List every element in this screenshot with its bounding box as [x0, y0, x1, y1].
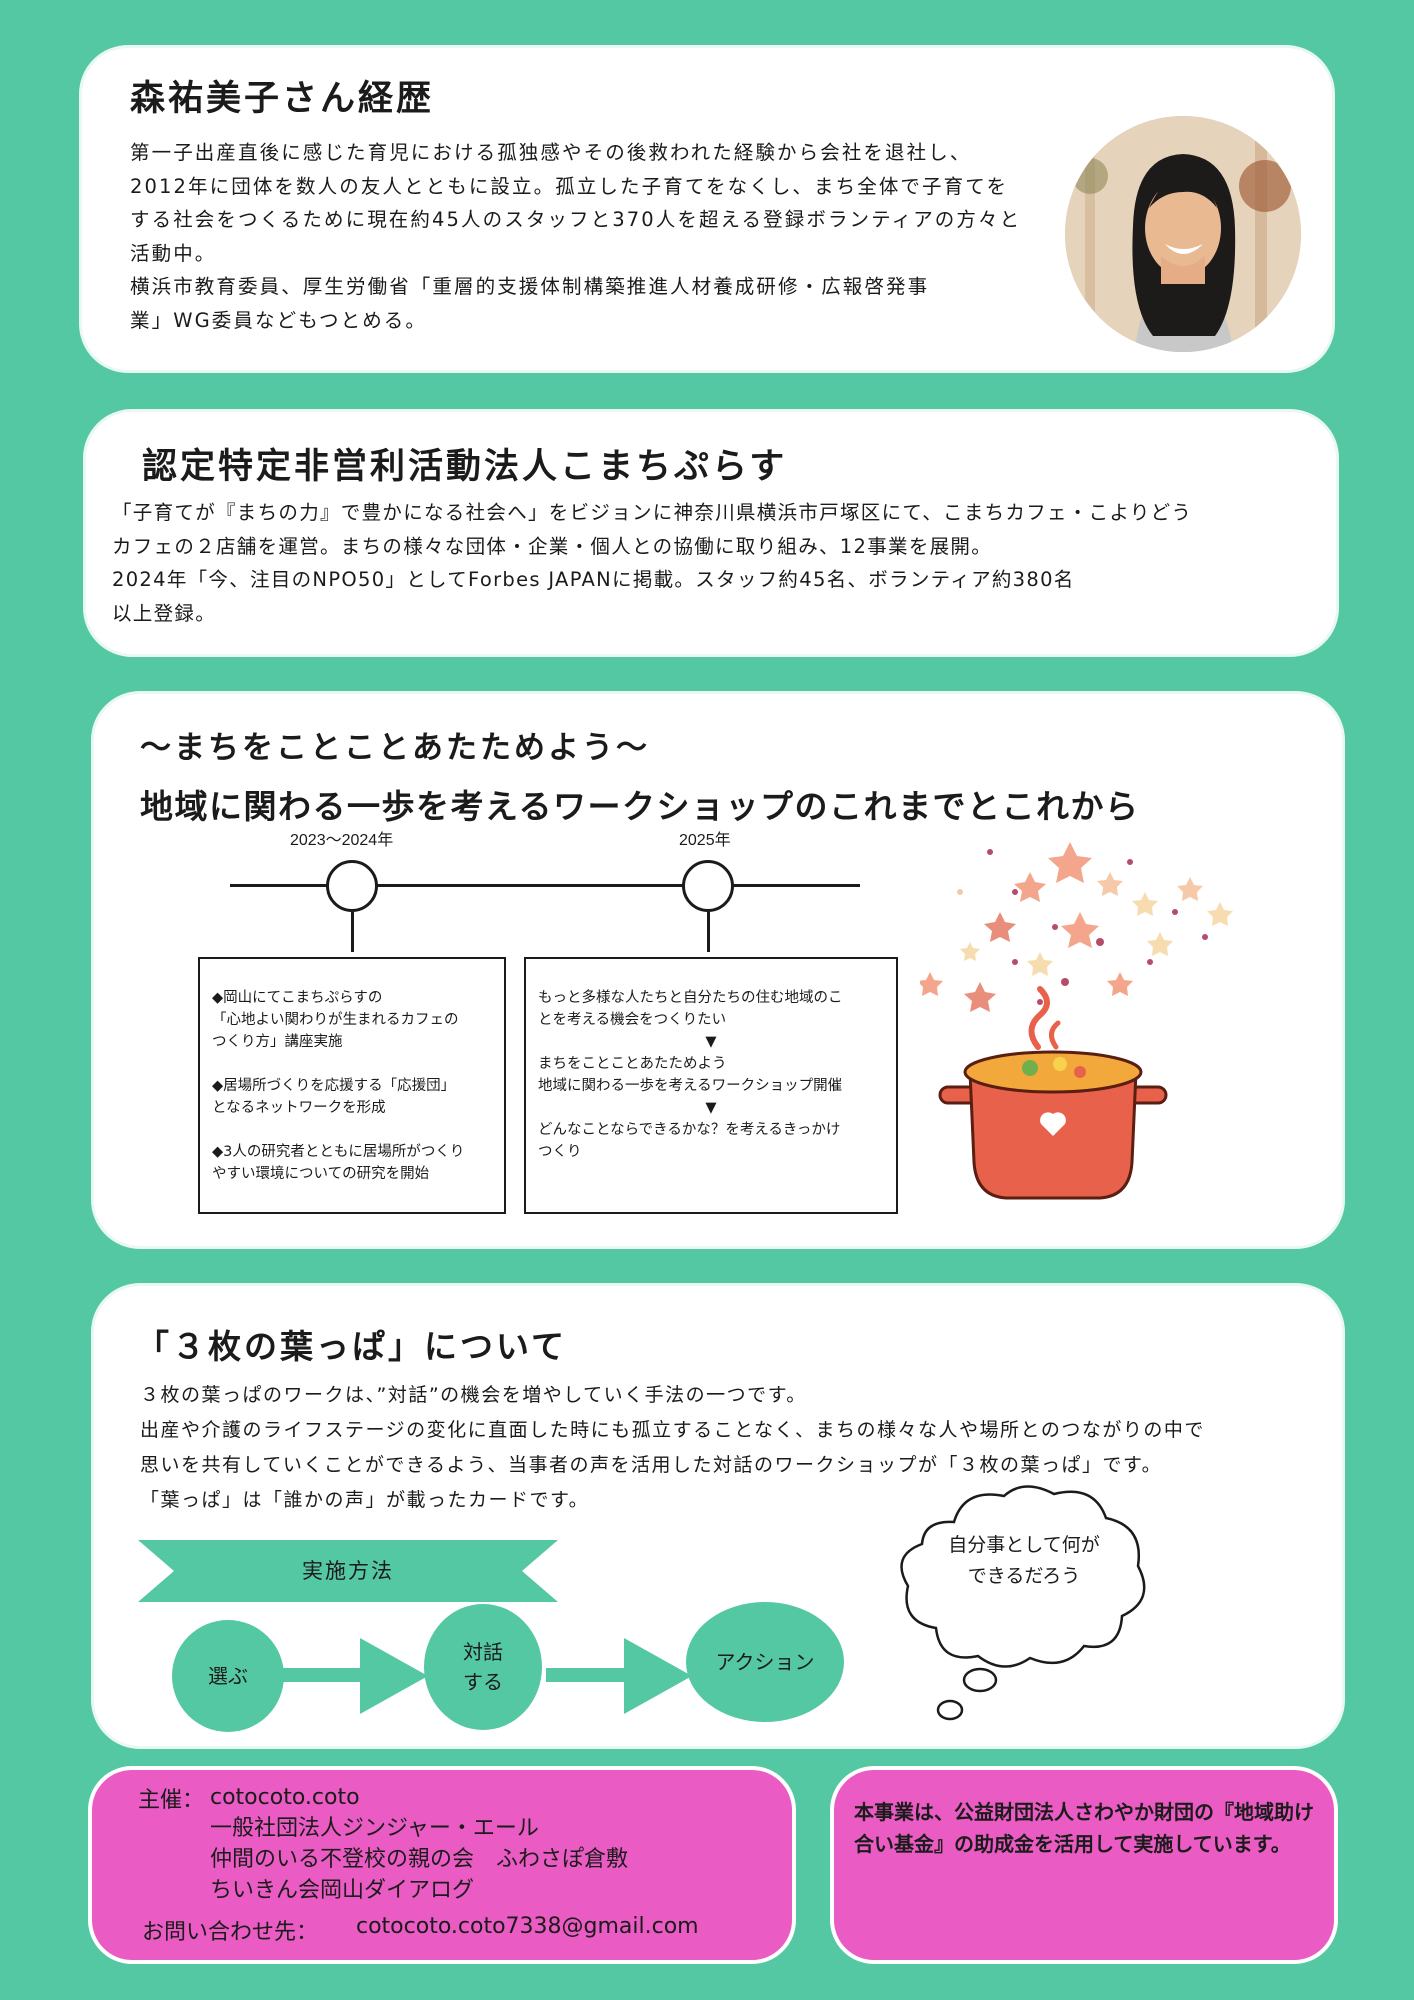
org-line: カフェの２店舗を運営。まちの様々な団体・企業・個人との協働に取り組み、12事業を… — [112, 534, 993, 558]
step-action: アクション — [686, 1602, 844, 1722]
notice-panel: 本事業は、公益財団法人さわやか財団の『地域助け合い基金』の助成金を活用して実施し… — [834, 1770, 1334, 1960]
down-arrow-icon: ▼ — [705, 1100, 717, 1116]
thought-bubble: 自分事として何が できるだろう — [894, 1482, 1154, 1732]
profile-card: 森祐美子さん経歴 第一子出産直後に感じた育児における孤独感やその後救われた経験か… — [82, 48, 1332, 370]
host-item: ちいきん会岡山ダイアログ — [210, 1878, 475, 1903]
future-line: もっと多様な人たちと自分たちの住む地域のこ — [538, 990, 843, 1006]
profile-title: 森祐美子さん経歴 — [130, 79, 435, 119]
profile-line: 活動中。 — [130, 241, 217, 265]
org-card: 認定特定非営利活動法人こまちぷらす 「子育てが『まちの力』で豊かになる社会へ」を… — [86, 412, 1336, 654]
arrow-right-icon — [282, 1638, 428, 1718]
step-choose: 選ぶ — [172, 1620, 284, 1732]
timeline-year-1: 2023～2024年 — [290, 832, 394, 849]
host-label: 主催： — [138, 1788, 205, 1813]
future-line: 地域に関わる一歩を考えるワークショップ開催 — [538, 1078, 843, 1094]
host-panel: 主催： cotocoto.coto 一般社団法人ジンジャー・エール 仲間のいる不… — [92, 1770, 792, 1960]
pot-icon — [938, 1050, 1168, 1200]
timeline-box-future: もっと多様な人たちと自分たちの住む地域のこ とを考える機会をつくりたい ▼ まち… — [524, 957, 898, 1214]
timeline-year-2: 2025年 — [679, 832, 731, 849]
host-item: 仲間のいる不登校の親の会 ふわさぽ倉敷 — [210, 1847, 629, 1872]
profile-line: 2012年に団体を数人の友人とともに設立。孤立した子育てをなくし、まち全体で子育… — [130, 174, 1009, 198]
workshop-subtitle: ～まちをことことあたためよう～ — [140, 730, 650, 766]
timeline-stem-1 — [351, 912, 354, 952]
leaves-title: 「３枚の葉っぱ」について — [136, 1327, 568, 1366]
stars-icon — [917, 842, 1233, 1012]
workshop-card: ～まちをことことあたためよう～ 地域に関わる一歩を考えるワークショップのこれまで… — [94, 694, 1342, 1246]
leaves-line: 「葉っぱ」は「誰かの声」が載ったカードです。 — [140, 1489, 590, 1511]
method-banner: 実施方法 — [138, 1540, 558, 1602]
org-title: 認定特定非営利活動法人こまちぷらす — [142, 447, 788, 487]
profile-line: 第一子出産直後に感じた育児における孤独感やその後救われた経験から会社を退社し、 — [130, 141, 972, 164]
profile-photo — [1065, 116, 1301, 352]
leaves-line: ３枚の葉っぱのワークは、”対話”の機会を増やしていく手法の一つです。 — [140, 1384, 807, 1406]
past-item: ◆岡山にてこまちぷらすの 「心地よい関わりが生まれるカフェの つくり方」講座実施 — [212, 990, 459, 1050]
host-item: 一般社団法人ジンジャー・エール — [210, 1816, 539, 1841]
org-line: 以上登録。 — [112, 601, 217, 625]
leaves-line: 思いを共有していくことができるよう、当事者の声を活用した対話のワークショップが「… — [140, 1454, 1163, 1476]
thought-text: 自分事として何が できるだろう — [948, 1534, 1100, 1587]
org-text: 「子育てが『まちの力』で豊かになる社会へ」をビジョンに神奈川県横浜市戸塚区にて、… — [112, 496, 1312, 630]
profile-line: 横浜市教育委員、厚生労働省「重層的支援体制構築推進人材養成研修・広報啓発事 — [130, 275, 930, 298]
org-line: 2024年「今、注目のNPO50」としてForbes JAPANに掲載。スタッフ… — [112, 568, 1075, 591]
method-label: 実施方法 — [302, 1559, 394, 1583]
workshop-title: 地域に関わる一歩を考えるワークショップのこれまでとこれから — [140, 787, 1140, 826]
timeline-node-2 — [682, 860, 734, 912]
future-line: どんなことならできるかな？を考えるきっかけ — [538, 1122, 841, 1138]
profile-line: する社会をつくるために現在約45人のスタッフと370人を超える登録ボランティアの… — [130, 208, 1022, 231]
pot-illustration — [917, 832, 1340, 1232]
host-list: cotocoto.coto 一般社団法人ジンジャー・エール 仲間のいる不登校の親… — [210, 1782, 628, 1906]
host-item: cotocoto.coto — [210, 1785, 360, 1810]
leaves-card: 「３枚の葉っぱ」について ３枚の葉っぱのワークは、”対話”の機会を増やしていく手… — [94, 1286, 1342, 1746]
future-line: まちをことことあたためよう — [538, 1056, 727, 1072]
step-dialogue: 対話 する — [424, 1604, 542, 1730]
contact-label: お問い合わせ先： — [142, 1920, 319, 1945]
timeline-line — [230, 884, 860, 887]
arrow-right-icon — [546, 1638, 692, 1718]
timeline-box-past: ◆岡山にてこまちぷらすの 「心地よい関わりが生まれるカフェの つくり方」講座実施… — [198, 957, 506, 1214]
notice-text: 本事業は、公益財団法人さわやか財団の『地域助け合い基金』の助成金を活用して実施し… — [854, 1800, 1314, 1856]
timeline-stem-2 — [707, 912, 710, 952]
down-arrow-icon: ▼ — [705, 1034, 717, 1050]
leaves-text: ３枚の葉っぱのワークは、”対話”の機会を増やしていく手法の一つです。 出産や介護… — [140, 1378, 1330, 1518]
steam-icon — [1028, 986, 1050, 1050]
past-item: ◆居場所づくりを応援する「応援団」 となるネットワークを形成 — [212, 1078, 456, 1116]
past-item: ◆3人の研究者とともに居場所がつくり やすい環境についての研究を開始 — [212, 1144, 465, 1182]
future-line: つくり — [538, 1144, 582, 1160]
timeline-node-1 — [326, 860, 378, 912]
profile-text: 第一子出産直後に感じた育児における孤独感やその後救われた経験から会社を退社し、 … — [130, 136, 1120, 337]
profile-line: 業」WG委員などもつとめる。 — [130, 308, 428, 332]
org-line: 「子育てが『まちの力』で豊かになる社会へ」をビジョンに神奈川県横浜市戸塚区にて、… — [112, 501, 1193, 524]
leaves-line: 出産や介護のライフステージの変化に直面した時にも孤立することなく、まちの様々な人… — [140, 1419, 1205, 1441]
contact-email[interactable]: cotocoto.coto7338@gmail.com — [356, 1914, 699, 1939]
future-line: とを考える機会をつくりたい — [538, 1012, 727, 1028]
